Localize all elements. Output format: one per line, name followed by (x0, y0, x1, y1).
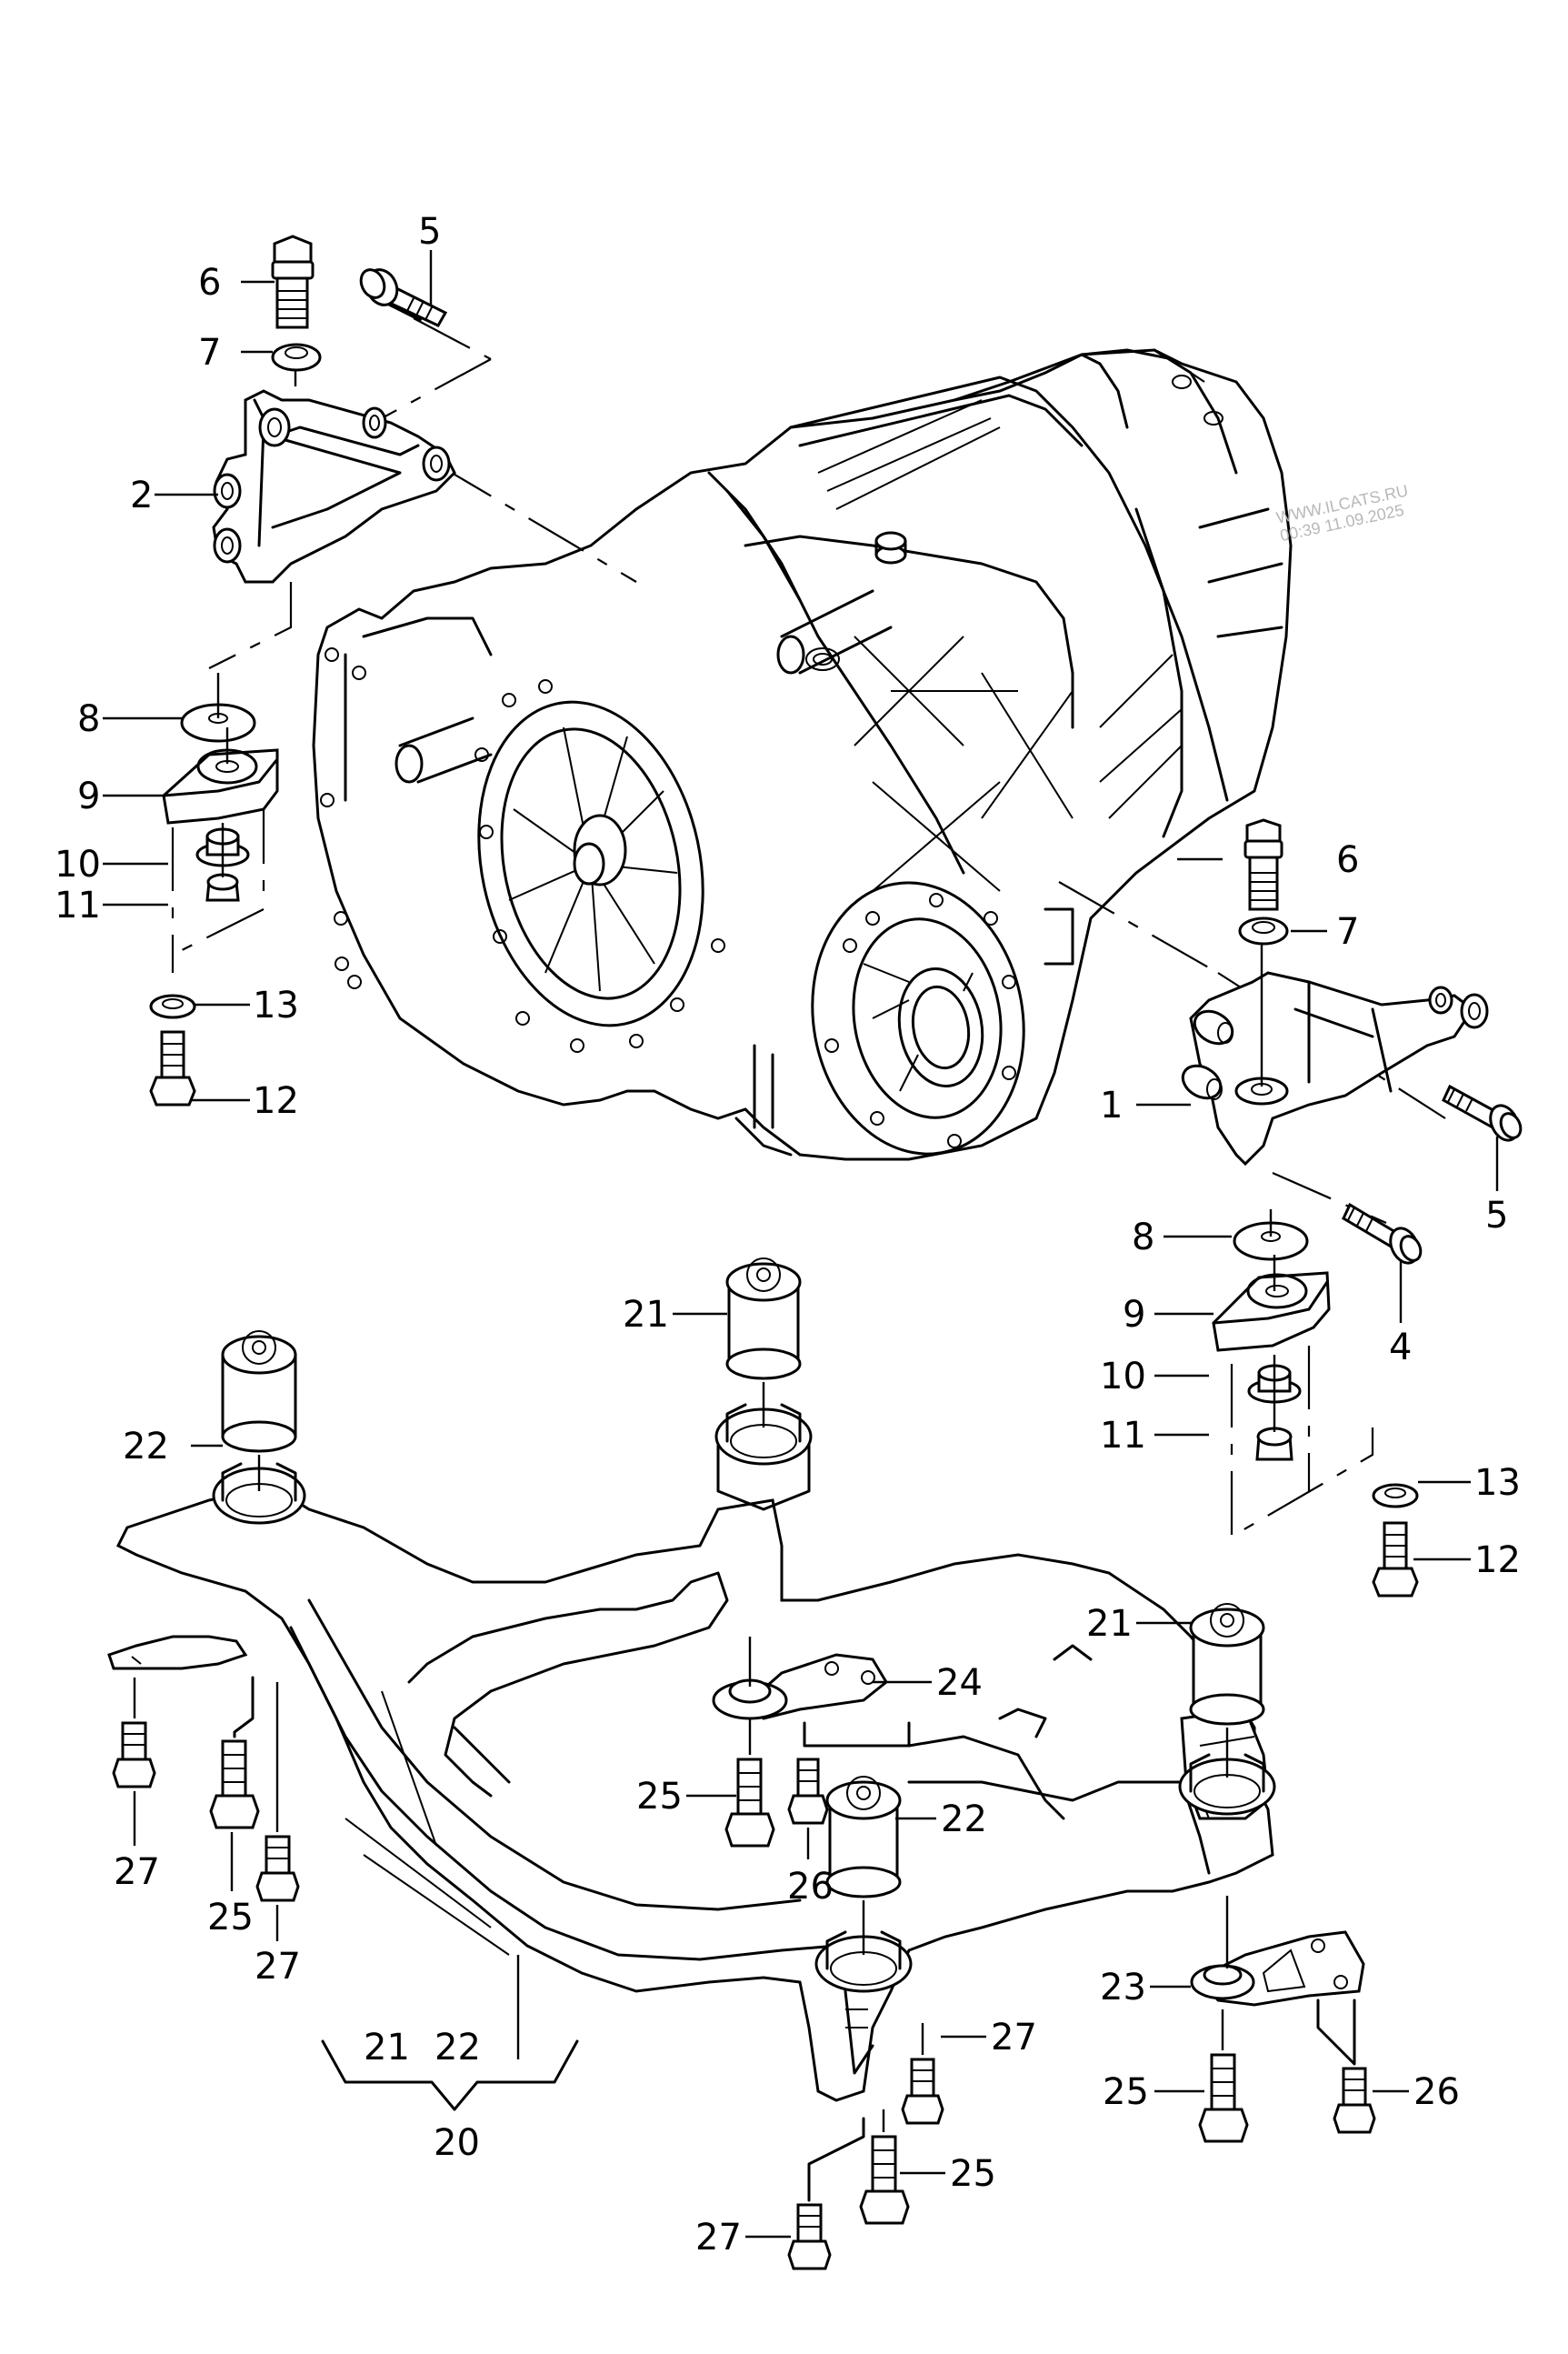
washer-7-right (1238, 917, 1289, 946)
callout-25-center: 25 (636, 1776, 683, 1818)
callout-11-right: 11 (1100, 1415, 1146, 1457)
bolt-6-left (271, 235, 315, 329)
callout-9-left: 9 (77, 776, 100, 817)
callout-8-right: 8 (1132, 1217, 1154, 1258)
clutch-spokes (508, 726, 678, 992)
callout-6-left: 6 (198, 262, 221, 304)
callout-8-left: 8 (77, 698, 100, 740)
washer-13-left (149, 994, 196, 1019)
callout-27-bottom: 27 (695, 2217, 742, 2259)
callout-21-right: 21 (1086, 1603, 1133, 1645)
subframe-20 (107, 1485, 1274, 2102)
bolt-25-right (1198, 2053, 1249, 2143)
bolt-4 (1342, 1202, 1423, 1265)
bolt-27-rear (901, 2058, 944, 2125)
callout-5-right: 5 (1485, 1195, 1508, 1237)
callout-26-center: 26 (787, 1866, 834, 1908)
bolt-27-bottom (787, 2203, 832, 2270)
callout-10-right: 10 (1100, 1356, 1146, 1397)
nut-11-right (1255, 1427, 1293, 1461)
callout-22-left: 22 (123, 1426, 169, 1467)
callout-11-left: 11 (55, 885, 101, 927)
diff-flange-bolts (824, 893, 1016, 1148)
bushing-21-center (725, 1257, 802, 1380)
callout-5-left: 5 (418, 211, 441, 253)
bushing-22-rear (825, 1776, 902, 1898)
callout-27-front-inner: 27 (255, 1946, 301, 1988)
callout-20: 20 (434, 2122, 480, 2164)
washer-7-left (271, 343, 322, 372)
callout-25-right: 25 (1103, 2071, 1149, 2113)
callout-4: 4 (1389, 1327, 1412, 1368)
bolt-27-front-inner (255, 1835, 300, 1902)
callout-25-rear: 25 (950, 2153, 996, 2195)
nut-11-left (205, 873, 240, 902)
subframe-cup-rear (814, 1930, 913, 1993)
callout-27-front-left: 27 (114, 1851, 160, 1893)
bolt-26-center (787, 1758, 829, 1825)
bolt-25-center (724, 1758, 775, 1848)
callout-23: 23 (1100, 1967, 1146, 2008)
bolt-27-front-left (112, 1721, 156, 1788)
callout-2: 2 (130, 475, 153, 516)
callout-7-right: 7 (1336, 911, 1359, 953)
callout-27-rear: 27 (991, 2017, 1037, 2058)
callout-10-left: 10 (55, 844, 101, 886)
watermark: WWW.ILCATS.RU 00:39 11.09.2025 (1274, 481, 1410, 545)
callout-20-sub-22: 22 (434, 2027, 481, 2069)
callout-12-left: 12 (253, 1080, 299, 1122)
bolt-5-right (1442, 1084, 1523, 1142)
callout-20-sub-21: 21 (364, 2027, 410, 2069)
bolt-12-right (1372, 1521, 1419, 1598)
callout-7-left: 7 (198, 332, 221, 374)
callout-leaders (103, 280, 1471, 2239)
callout-13-right: 13 (1474, 1462, 1521, 1504)
bolt-12-left (149, 1030, 196, 1107)
bolt-5-left (359, 268, 448, 327)
bolt-25-front-left (209, 1739, 260, 1829)
callout-26-right: 26 (1413, 2071, 1460, 2113)
transmission-mount-9-right (1212, 1271, 1331, 1352)
mount-23 (1190, 1930, 1365, 2007)
transmission-housing (312, 348, 1293, 1161)
bolt-6-right (1243, 818, 1283, 911)
callout-25-front-left: 25 (207, 1897, 254, 1938)
bolt-25-rear (859, 2135, 910, 2225)
callout-9-right: 9 (1123, 1294, 1145, 1336)
callout-12-right: 12 (1474, 1539, 1521, 1581)
bolt-26-right (1333, 2067, 1376, 2134)
callout-labels: 6 5 7 2 8 9 10 11 13 12 6 7 1 5 8 4 9 10… (55, 211, 1521, 2259)
washer-8-right (1233, 1221, 1309, 1261)
right-bracket-1 (1181, 971, 1489, 1167)
callout-22-rear: 22 (941, 1798, 987, 1840)
callout-21-center: 21 (623, 1294, 669, 1336)
bell-housing-bolts (474, 679, 725, 1053)
transmission-mount-9-left (162, 748, 279, 825)
bracket-24 (712, 1653, 888, 1720)
callout-1: 1 (1100, 1085, 1123, 1127)
washer-13-right (1372, 1483, 1419, 1508)
group-bracket-20 (321, 2039, 579, 2111)
bushing-22-left (221, 1330, 297, 1453)
callout-24: 24 (936, 1662, 983, 1704)
bushing-21-right (1189, 1603, 1265, 1726)
callout-13-left: 13 (253, 985, 299, 1027)
subframe-cup-center (714, 1403, 813, 1511)
callout-6-right: 6 (1336, 839, 1359, 881)
left-bracket-2 (212, 389, 456, 584)
